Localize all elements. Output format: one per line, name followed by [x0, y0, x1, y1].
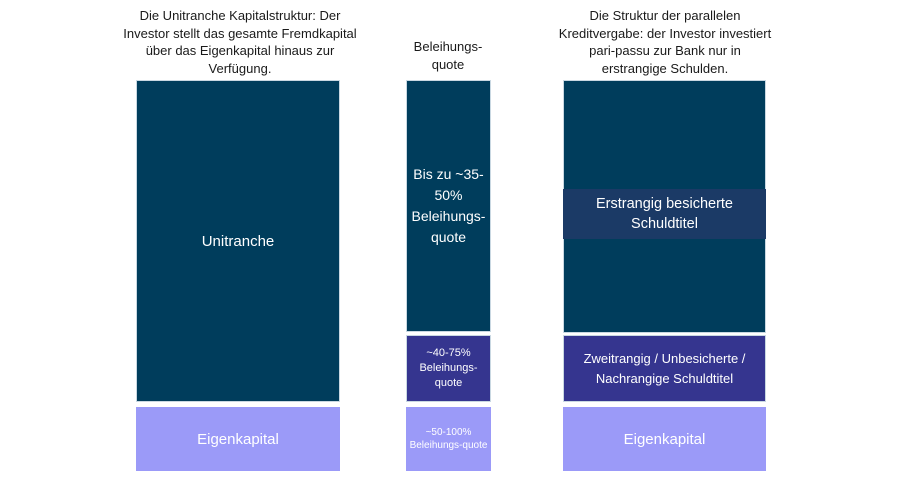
ltv-equity-label: ~50-100% Beleihungs-quote [409, 427, 488, 451]
senior-debt-label-band: Erstrangig besicherte Schuldtitel [563, 189, 766, 239]
unitranche-structure-heading: Die Unitranche Kapitalstruktur: Der Inve… [123, 8, 357, 76]
ltv-senior-label: Bis zu ~35-50% Beleihungs-quote [411, 166, 486, 245]
ltv-junior-block: ~40-75% Beleihungs-quote [406, 335, 491, 402]
equity-label-right: Eigenkapital [623, 430, 706, 448]
junior-debt-label: Zweitrangig / Unbesicherte / Nachrangige… [583, 350, 746, 386]
ltv-senior-block: Bis zu ~35-50% Beleihungs-quote [406, 80, 491, 332]
equity-block-left: Eigenkapital [136, 407, 340, 471]
ltv-junior-label: ~40-75% Beleihungs-quote [419, 347, 478, 389]
unitranche-label: Unitranche [201, 232, 275, 250]
equity-block-right: Eigenkapital [563, 407, 766, 471]
equity-label-left: Eigenkapital [197, 430, 279, 448]
junior-debt-block: Zweitrangig / Unbesicherte / Nachrangige… [563, 335, 766, 402]
unitranche-block: Unitranche [136, 80, 340, 402]
ltv-equity-block: ~50-100% Beleihungs-quote [406, 407, 491, 471]
parallel-lending-heading: Die Struktur der parallelen Kreditvergab… [558, 8, 772, 76]
senior-debt-label: Erstrangig besicherte Schuldtitel [595, 196, 733, 232]
ltv-column-heading: Beleihungs-quote [413, 39, 483, 72]
